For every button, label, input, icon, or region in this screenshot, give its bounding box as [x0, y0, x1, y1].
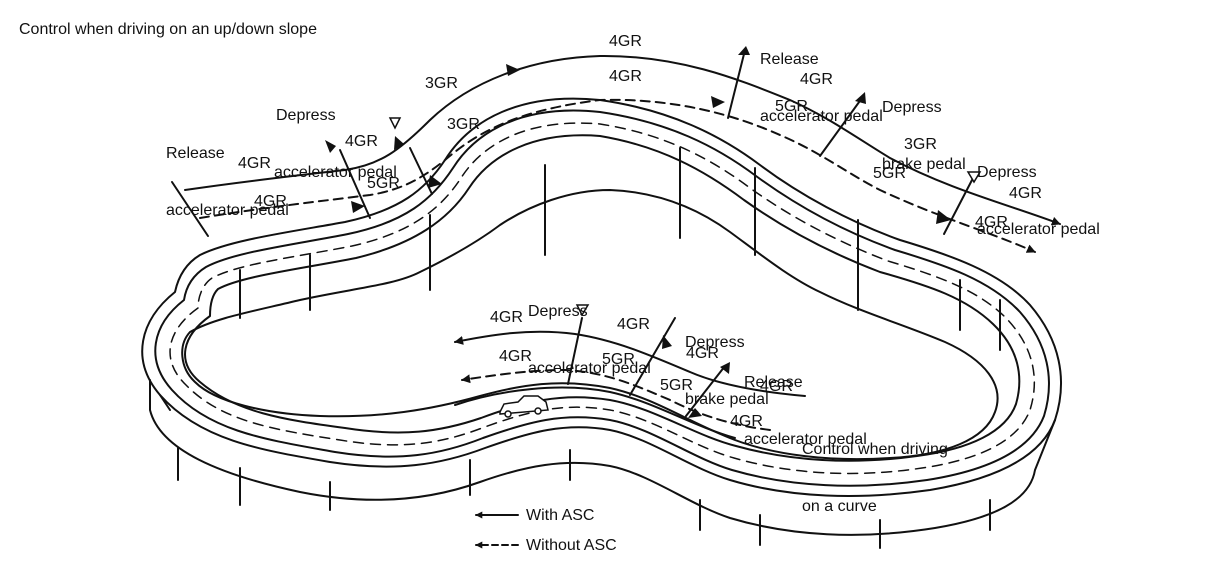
gear-label: 3GR	[447, 116, 480, 133]
island-edge	[454, 386, 736, 439]
track-lane-line-2	[169, 122, 1036, 475]
gear-label: 3GR	[425, 75, 458, 92]
label-line: brake pedal	[882, 156, 966, 173]
gear-label: 4GR	[617, 316, 650, 333]
label-line: Release	[744, 374, 803, 391]
gear-label: 5GR	[873, 165, 906, 182]
wall-bottom-edge	[149, 379, 1056, 536]
label-depress-brake: Depress brake pedal	[882, 60, 966, 193]
arrowhead-icon	[855, 92, 866, 104]
label-depress-accelerator-2: Depress accelerator pedal	[977, 125, 1100, 258]
label-line: Release	[166, 145, 225, 162]
label-line: Depress	[685, 334, 745, 351]
label-line: Release	[760, 51, 819, 68]
legend-without-asc: Without ASC	[526, 537, 617, 554]
label-line: on a curve	[802, 498, 877, 515]
diagram-title: Control when driving on an up/down slope	[19, 21, 317, 38]
curve-brake-marker-line	[629, 317, 676, 396]
label-line: accelerator pedal	[977, 221, 1100, 238]
label-release-accelerator-2: Release accelerator pedal	[760, 12, 883, 145]
label-line: Depress	[882, 99, 942, 116]
label-release-accelerator-1: Release accelerator pedal	[166, 106, 289, 239]
gear-label: 4GR	[490, 309, 523, 326]
arrowhead-icon	[394, 136, 404, 150]
gear-label: 4GR	[800, 71, 833, 88]
depress-triangle-icon	[388, 117, 402, 130]
gear-label: 4GR	[238, 155, 271, 172]
label-curve-control: Control when driving on a curve	[802, 402, 948, 535]
track-inner-edge	[181, 189, 999, 461]
curve-depress-marker-line	[567, 317, 583, 385]
track-lane-line-1	[154, 109, 1050, 487]
curve-release-marker-line	[685, 365, 726, 417]
release-marker-line-2	[727, 49, 746, 119]
arrowhead-icon	[351, 201, 365, 213]
gear-label: 4GR	[499, 348, 532, 365]
label-line: Depress	[977, 164, 1037, 181]
gear-label: 4GR	[760, 378, 793, 395]
label-line: Depress	[528, 303, 588, 320]
gear-label: 5GR	[660, 377, 693, 394]
label-curve-depress-accelerator: Depress accelerator pedal	[528, 264, 651, 397]
arrowhead-icon	[662, 335, 672, 349]
legend-with-asc: With ASC	[526, 507, 595, 524]
slope-route-without-asc	[199, 98, 1036, 253]
label-line: accelerator pedal	[760, 108, 883, 125]
gear-label: 4GR	[1009, 185, 1042, 202]
label-line: accelerator pedal	[528, 360, 651, 377]
wall-bottom-edge-2	[159, 394, 171, 411]
arrowhead-icon	[738, 46, 750, 55]
arrowhead-icon	[325, 140, 336, 153]
label-line: accelerator pedal	[744, 431, 867, 448]
arrowhead-icon	[688, 408, 702, 418]
arrowhead-icon	[720, 362, 730, 374]
gear-label: 4GR	[686, 345, 719, 362]
label-line: accelerator pedal	[274, 164, 397, 181]
gear-label: 5GR	[367, 175, 400, 192]
gear-label: 4GR	[345, 133, 378, 150]
release-marker-line-1	[171, 181, 209, 237]
label-line: brake pedal	[685, 391, 769, 408]
gear-label: 4GR	[609, 68, 642, 85]
depress-triangle-icon	[575, 304, 590, 317]
arrowhead-icon	[711, 96, 725, 108]
gear-label: 5GR	[775, 98, 808, 115]
gear-label: 3GR	[904, 136, 937, 153]
label-line: Control when driving	[802, 441, 948, 458]
gear-label: 4GR	[609, 33, 642, 50]
label-curve-release-accelerator: Release accelerator pedal	[744, 335, 867, 468]
curve-route-without-asc	[461, 369, 771, 431]
route-arrowheads	[325, 46, 951, 418]
label-depress-accelerator-1: Depress accelerator pedal	[274, 68, 397, 201]
track-lane-line-3	[184, 134, 1021, 462]
gear-label: 4GR	[975, 214, 1008, 231]
gear-label: 4GR	[730, 413, 763, 430]
label-line: accelerator pedal	[166, 202, 289, 219]
gear-label: 5GR	[602, 351, 635, 368]
slope-route-with-asc	[184, 54, 1061, 226]
curve-route-with-asc	[454, 330, 806, 397]
arrowhead-icon	[506, 64, 520, 76]
car-icon	[499, 395, 549, 418]
depress-marker-line-3	[943, 179, 973, 235]
track-outer-top-edge	[141, 97, 1062, 497]
arrowhead-icon	[428, 175, 442, 188]
depress-triangle-icon	[966, 171, 982, 184]
label-curve-depress-brake: Depress brake pedal	[685, 295, 769, 428]
label-line: Depress	[276, 107, 336, 124]
gear-label: 4GR	[254, 193, 287, 210]
depress-marker-line-1	[339, 149, 371, 219]
arrowhead-icon	[936, 210, 951, 224]
brake-marker-line	[819, 97, 863, 157]
